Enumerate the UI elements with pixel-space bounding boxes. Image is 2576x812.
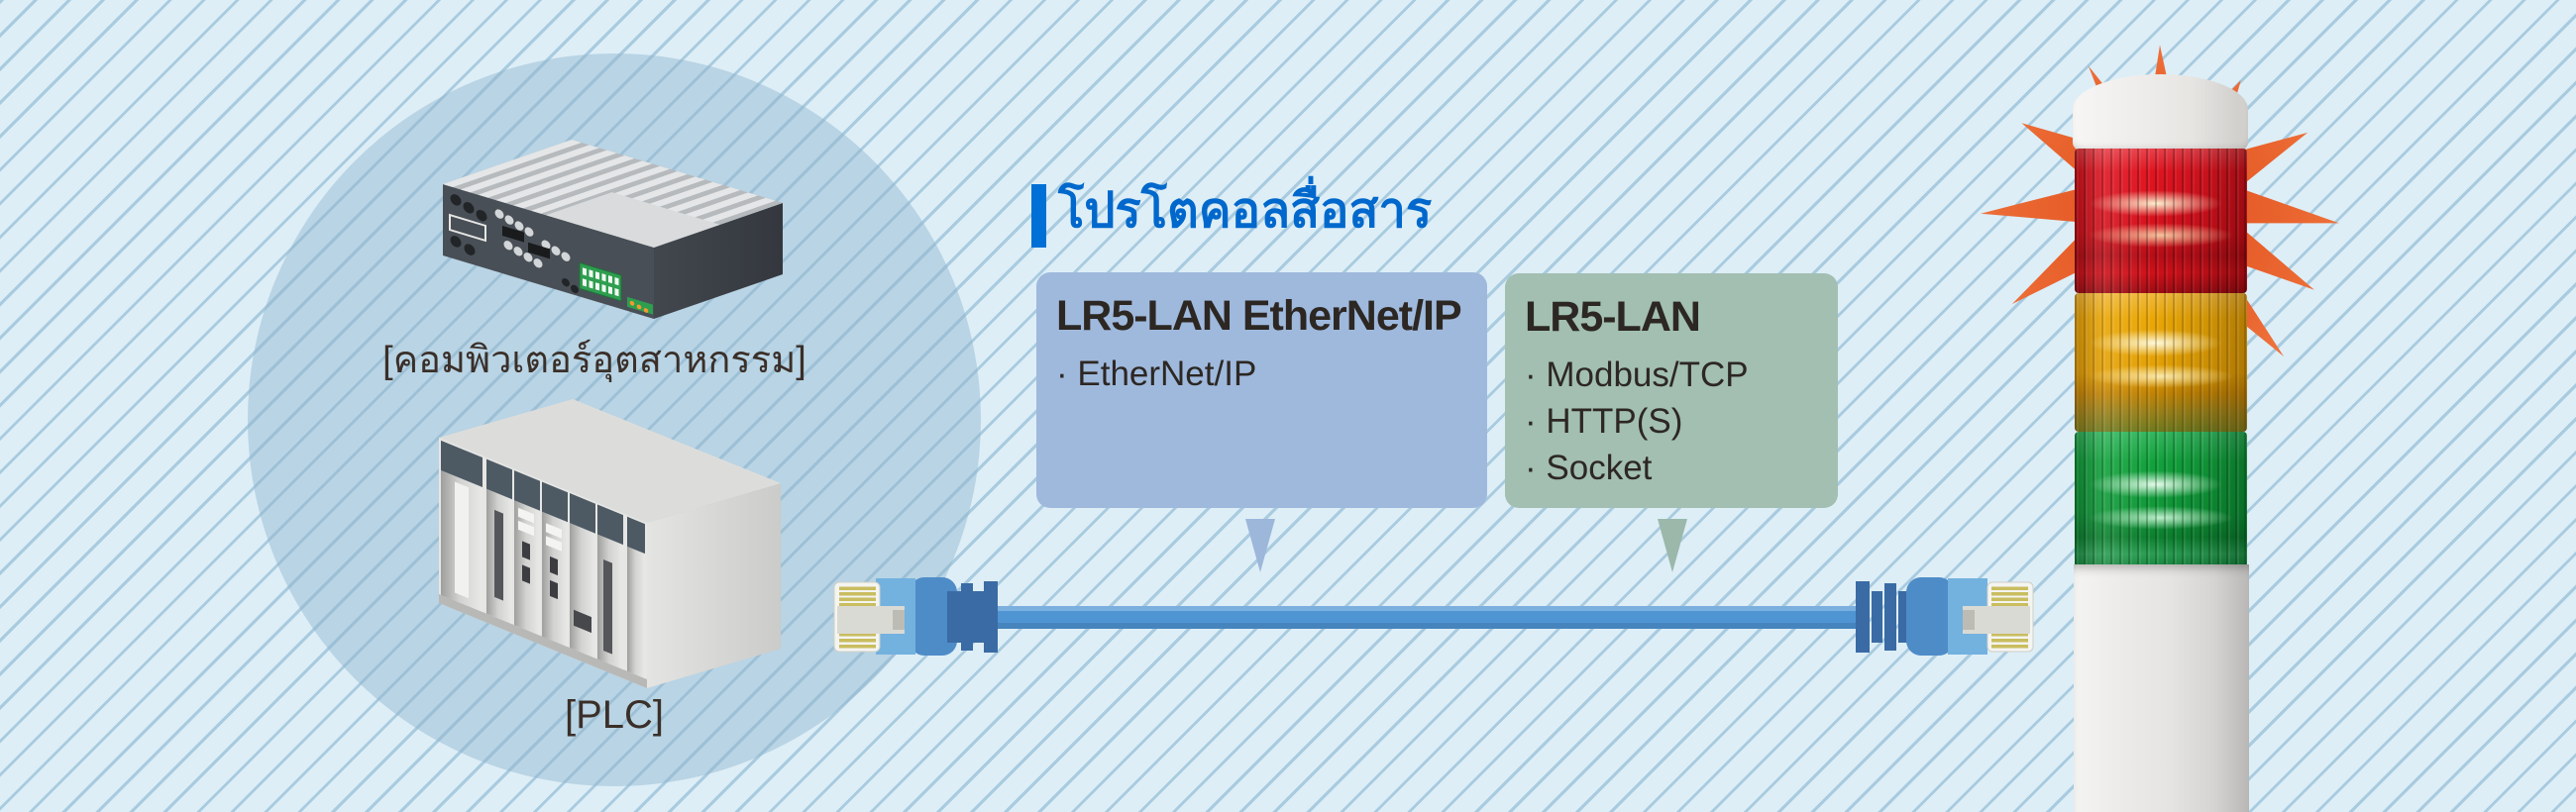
protocol-list: · Modbus/TCP · HTTP(S) · Socket [1525, 352, 1824, 491]
industrial-computer-label: [คอมพิวเตอร์อุตสาหกรรม] [382, 340, 806, 381]
protocol-list: · EtherNet/IP [1056, 351, 1473, 397]
plc-illustration [439, 399, 781, 688]
pointer-triangle-ethernetip [1245, 519, 1275, 572]
signal-tower-body [2074, 564, 2249, 812]
tower-tier-red [2075, 149, 2247, 293]
section-title: โปรโตคอลสื่อสาร [1058, 184, 1433, 238]
protocol-item: · Modbus/TCP [1525, 355, 1749, 394]
tower-tier-green [2075, 432, 2247, 570]
industrial-computer-illustration [443, 139, 784, 319]
lan-cable [833, 577, 2034, 656]
rj45-connector-right [1856, 577, 2034, 656]
protocol-box-lr5-lan: LR5-LAN · Modbus/TCP · HTTP(S) · Socket [1505, 273, 1838, 508]
pointer-triangle-lan [1658, 519, 1687, 572]
protocol-item: · EtherNet/IP [1056, 355, 1257, 393]
rj45-connector-left [833, 577, 998, 656]
tower-tier-amber [2075, 293, 2247, 432]
protocol-box-title: LR5-LAN EtherNet/IP [1056, 292, 1462, 340]
protocol-box-title: LR5-LAN [1525, 293, 1701, 341]
protocol-item: · Socket [1525, 449, 1653, 487]
section-header: โปรโตคอลสื่อสาร [1031, 178, 1432, 248]
protocol-box-lr5-lan-ethernetip: LR5-LAN EtherNet/IP · EtherNet/IP [1036, 272, 1487, 508]
header-accent-bar [1031, 184, 1046, 248]
protocol-item: · HTTP(S) [1525, 402, 1683, 441]
signal-tower-cap [2073, 74, 2248, 152]
plc-label: [PLC] [564, 693, 665, 737]
